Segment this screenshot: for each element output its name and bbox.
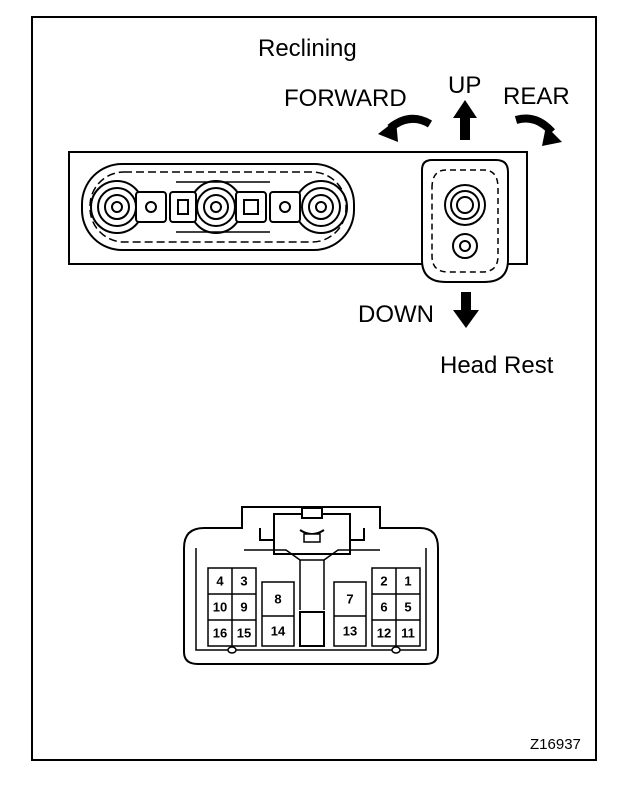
left-pin-block: [207, 567, 257, 647]
pin-14: 14: [271, 624, 286, 639]
rear-arrow-icon: [514, 114, 562, 146]
pin-2: 2: [380, 574, 387, 589]
down-arrow-icon: [453, 292, 479, 328]
head-rest-switch: [421, 159, 509, 283]
pin-5: 5: [404, 600, 411, 615]
pin-10: 10: [213, 600, 227, 615]
pin-15: 15: [237, 626, 251, 641]
pin-1: 1: [404, 574, 411, 589]
connector-housing: 4 3 10 9 16 15 8 14 7 13 2 1 6 5 12 11: [183, 506, 439, 665]
pin-9: 9: [240, 600, 247, 615]
reclining-label: Reclining: [258, 35, 357, 62]
figure-id-label: Z16937: [530, 736, 581, 753]
rear-label: REAR: [503, 83, 570, 110]
connector-latch: [273, 507, 351, 555]
center-right-pin-block: [333, 581, 367, 647]
head-rest-label: Head Rest: [440, 352, 554, 379]
pin-13: 13: [343, 624, 357, 639]
pin-8: 8: [274, 592, 281, 607]
down-label: DOWN: [358, 301, 434, 328]
pin-6: 6: [380, 600, 387, 615]
pin-4: 4: [216, 574, 224, 589]
right-contact-coil: [294, 180, 348, 234]
pin-16: 16: [213, 626, 227, 641]
forward-label: FORWARD: [284, 85, 407, 112]
pin-11: 11: [401, 626, 415, 641]
connector-key: [299, 611, 325, 647]
up-arrow-icon: [453, 100, 477, 140]
reclining-switch: [81, 163, 355, 251]
figure-frame: [31, 16, 597, 761]
pin-12: 12: [377, 626, 391, 641]
right-pin-block: [371, 567, 421, 647]
forward-arrow-icon: [378, 114, 433, 142]
pin-7: 7: [346, 592, 353, 607]
center-left-pin-block: [261, 581, 295, 647]
pin-3: 3: [240, 574, 247, 589]
center-contact-coil: [189, 180, 243, 234]
up-label: UP: [448, 72, 481, 99]
